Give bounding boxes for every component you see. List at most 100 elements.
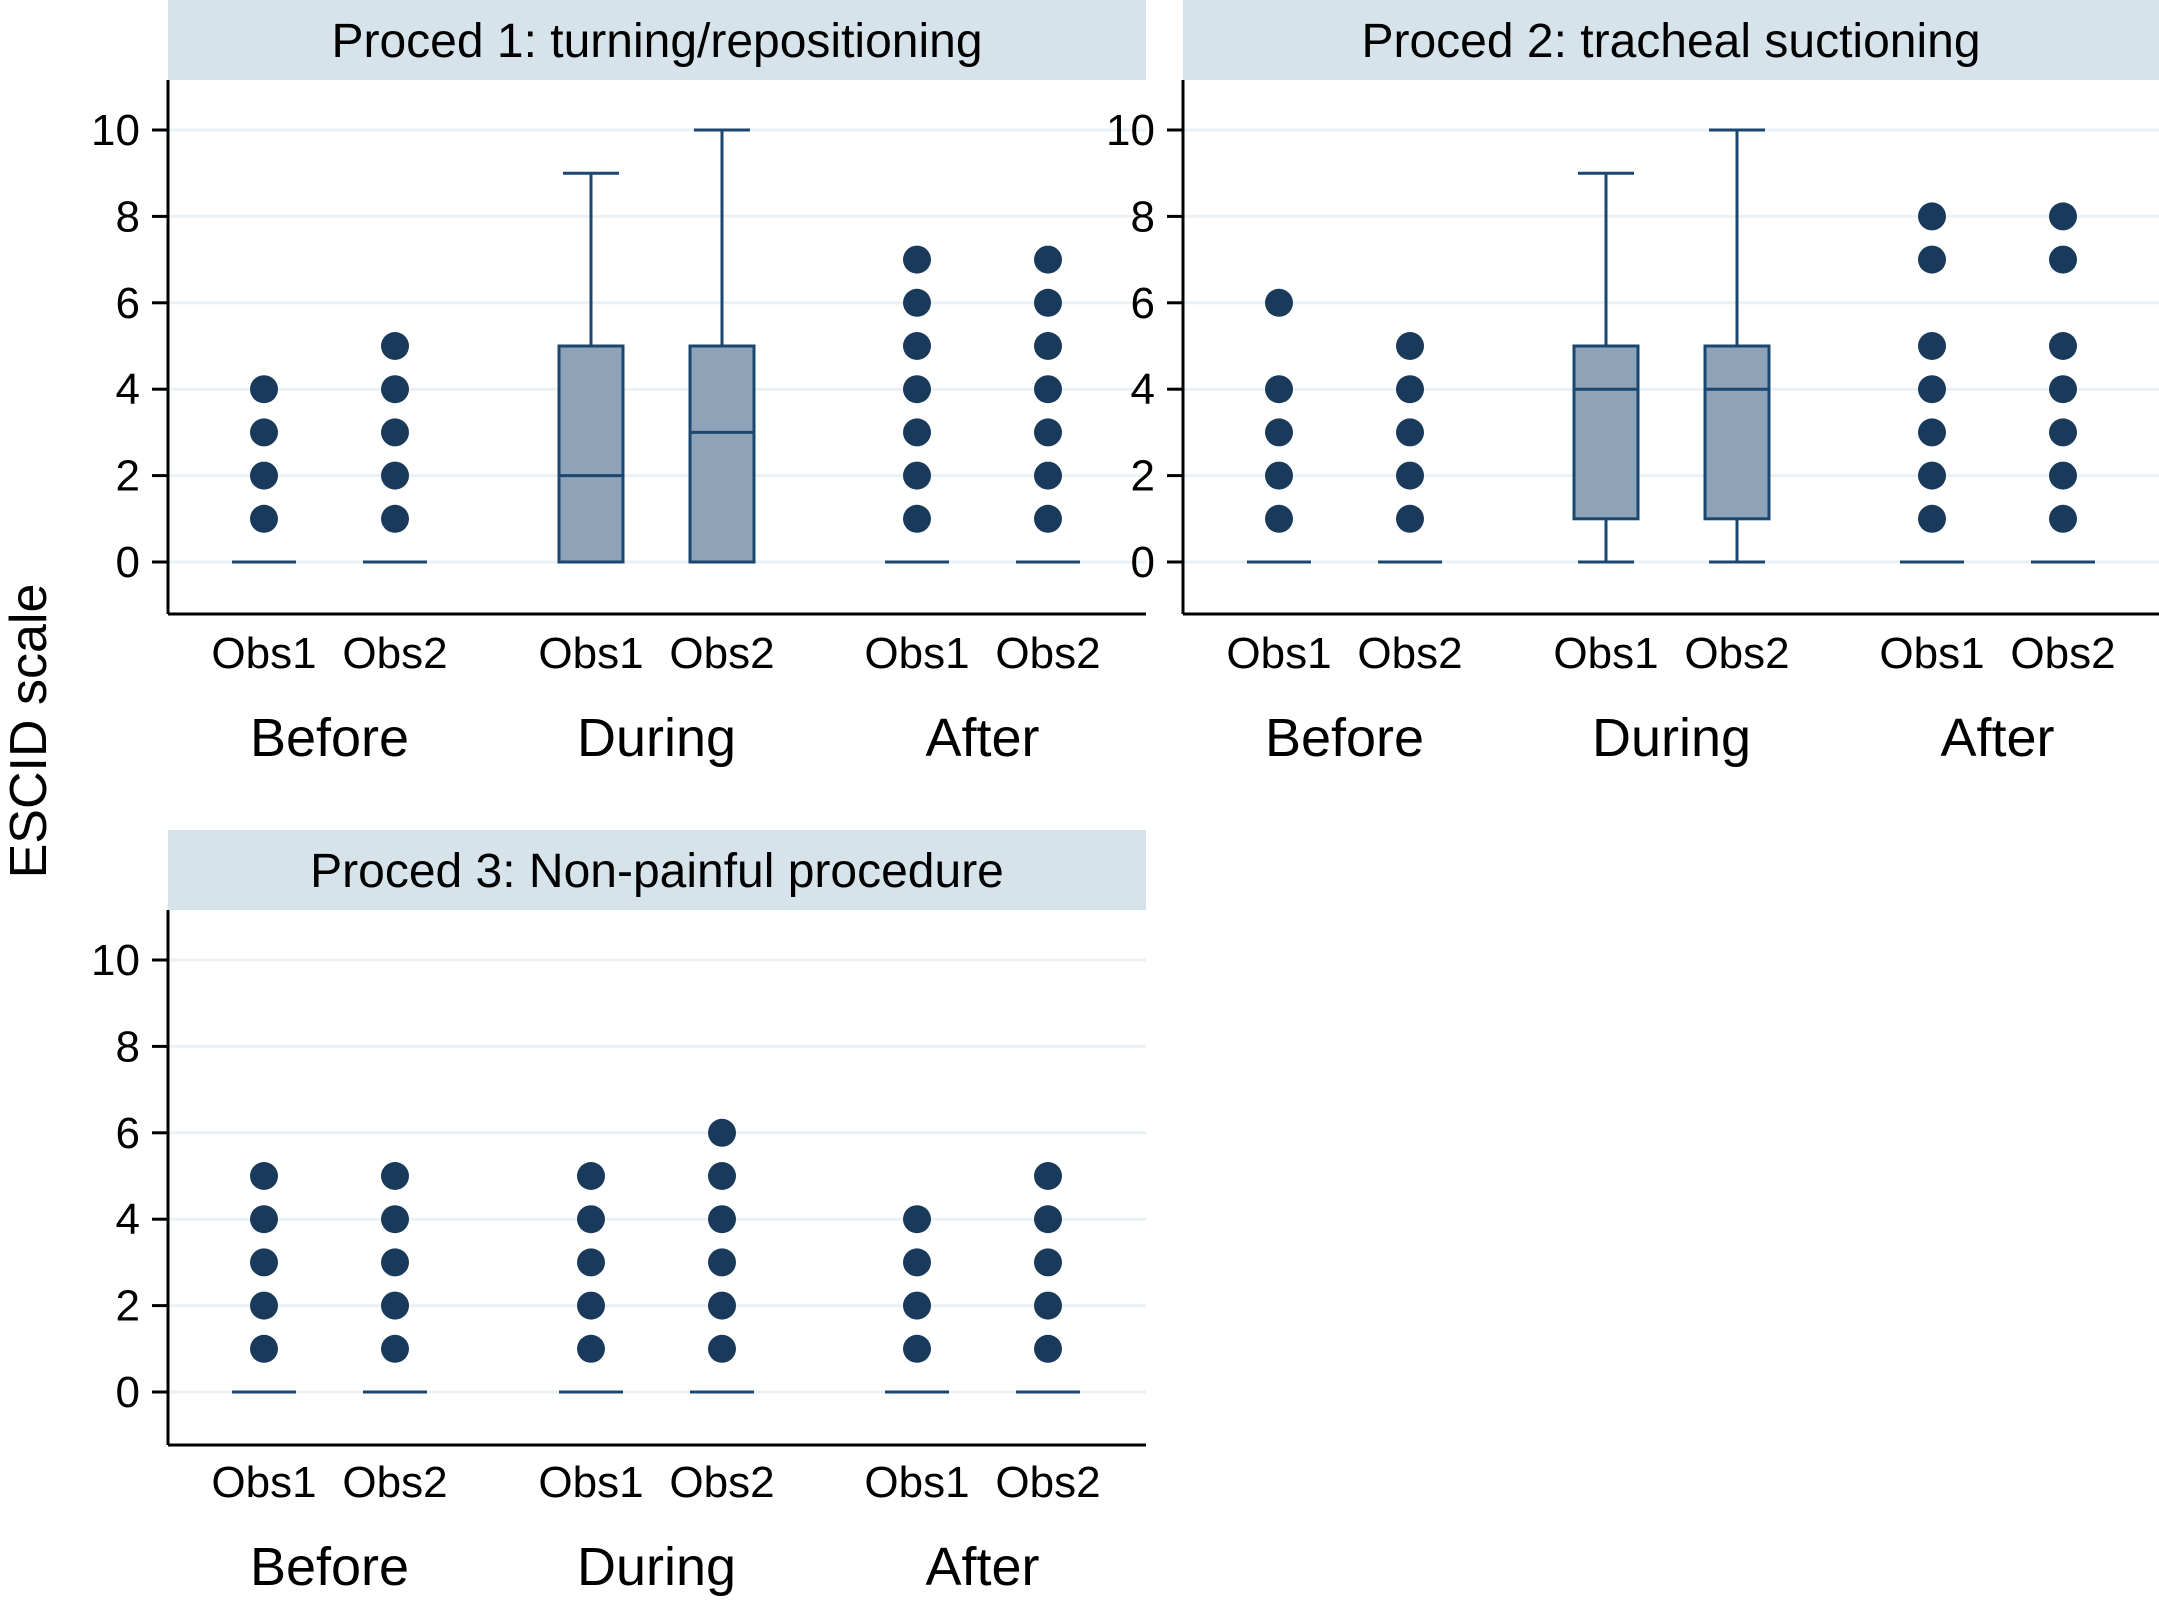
outlier-point <box>250 375 278 404</box>
outlier-point <box>577 1162 605 1190</box>
outlier-point <box>250 1162 278 1190</box>
group-during-obs1 <box>1572 171 1640 564</box>
outlier-point <box>381 461 409 490</box>
group-during-obs2 <box>688 128 756 564</box>
box <box>557 344 625 564</box>
outlier-point <box>903 1205 931 1234</box>
outlier-point <box>903 1334 931 1363</box>
outlier-point <box>903 418 931 447</box>
x-tick-label-observer: Obs1 <box>211 1458 316 1507</box>
box <box>1572 344 1640 521</box>
group-during-obs1 <box>557 171 625 564</box>
x-tick-label-observer: Obs1 <box>538 629 643 678</box>
y-tick-label: 2 <box>116 1282 140 1331</box>
panel-title-strip <box>168 0 1146 80</box>
x-tick-label-observer: Obs2 <box>1357 629 1462 678</box>
outlier-point <box>1034 1205 1062 1234</box>
outlier-point <box>708 1162 736 1190</box>
box <box>688 344 756 564</box>
outlier-point <box>250 461 278 490</box>
x-tick-label-observer: Obs1 <box>864 1458 969 1507</box>
outlier-point <box>903 375 931 404</box>
x-group-label-during: During <box>577 1537 736 1597</box>
group-after-obs2 <box>2031 202 2095 564</box>
panel-title: Proced 3: Non-painful procedure <box>310 845 1004 898</box>
outlier-point <box>1918 504 1946 533</box>
outlier-point <box>1396 461 1424 490</box>
outlier-point <box>250 1248 278 1277</box>
outlier-point <box>1918 461 1946 490</box>
y-tick-label: 0 <box>116 1368 140 1417</box>
y-tick-label: 8 <box>116 1022 140 1071</box>
group-before-obs2 <box>1378 332 1442 564</box>
outlier-point <box>2049 375 2077 404</box>
outlier-point <box>381 1162 409 1190</box>
outlier-point <box>1034 1334 1062 1363</box>
y-tick-label: 2 <box>116 452 140 501</box>
outlier-point <box>1265 375 1293 404</box>
outlier-point <box>381 375 409 404</box>
outlier-point <box>1034 1291 1062 1320</box>
y-tick-label: 8 <box>116 192 140 241</box>
outlier-point <box>1034 418 1062 447</box>
outlier-point <box>1265 288 1293 317</box>
outlier-point <box>1918 202 1946 231</box>
outlier-point <box>708 1118 736 1147</box>
outlier-point <box>708 1205 736 1234</box>
group-before-obs1 <box>1247 288 1311 564</box>
y-tick-label: 4 <box>1131 365 1155 414</box>
y-tick-label: 6 <box>116 1109 140 1158</box>
outlier-point <box>577 1248 605 1277</box>
outlier-point <box>1034 245 1062 274</box>
x-tick-label-observer: Obs2 <box>669 1458 774 1507</box>
group-after-obs1 <box>1900 202 1964 564</box>
outlier-point <box>1918 332 1946 360</box>
outlier-point <box>1034 1162 1062 1190</box>
outlier-point <box>1034 375 1062 404</box>
outlier-point <box>577 1334 605 1363</box>
outlier-point <box>1396 332 1424 360</box>
outlier-point <box>708 1248 736 1277</box>
y-tick-label: 6 <box>116 279 140 328</box>
outlier-point <box>708 1291 736 1320</box>
outlier-point <box>1034 288 1062 317</box>
outlier-point <box>903 332 931 360</box>
x-tick-label-observer: Obs1 <box>1553 629 1658 678</box>
group-before-obs1 <box>232 1162 296 1394</box>
y-tick-label: 0 <box>116 538 140 587</box>
y-tick-label: 4 <box>116 1195 140 1244</box>
group-during-obs2 <box>1703 128 1771 564</box>
panel-1: Proced 1: turning/repositioning0246810Ob… <box>91 0 1146 768</box>
y-tick-label: 6 <box>1131 279 1155 328</box>
group-before-obs2 <box>363 1162 427 1394</box>
outlier-point <box>381 504 409 533</box>
outlier-point <box>903 1248 931 1277</box>
outlier-point <box>250 1205 278 1234</box>
outlier-point <box>1918 375 1946 404</box>
outlier-point <box>903 288 931 317</box>
y-tick-label: 8 <box>1131 192 1155 241</box>
outlier-point <box>381 1248 409 1277</box>
outlier-point <box>1265 461 1293 490</box>
outlier-point <box>2049 504 2077 533</box>
outlier-point <box>2049 245 2077 274</box>
group-after-obs1 <box>885 1205 949 1394</box>
outlier-point <box>1265 504 1293 533</box>
y-tick-label: 4 <box>116 365 140 414</box>
panel-2: Proced 2: tracheal suctioning0246810Obs1… <box>1106 0 2159 768</box>
x-group-label-after: After <box>925 1537 1039 1597</box>
outlier-point <box>903 245 931 274</box>
outlier-point <box>250 418 278 447</box>
outlier-point <box>250 504 278 533</box>
outlier-point <box>1034 332 1062 360</box>
outlier-point <box>381 418 409 447</box>
panel-title-strip <box>1183 0 2159 80</box>
x-group-label-after: After <box>925 708 1039 768</box>
panel-title-strip <box>168 830 1146 910</box>
group-after-obs1 <box>885 245 949 564</box>
outlier-point <box>577 1291 605 1320</box>
outlier-point <box>2049 332 2077 360</box>
y-tick-label: 10 <box>1106 106 1155 155</box>
x-tick-label-observer: Obs2 <box>2010 629 2115 678</box>
